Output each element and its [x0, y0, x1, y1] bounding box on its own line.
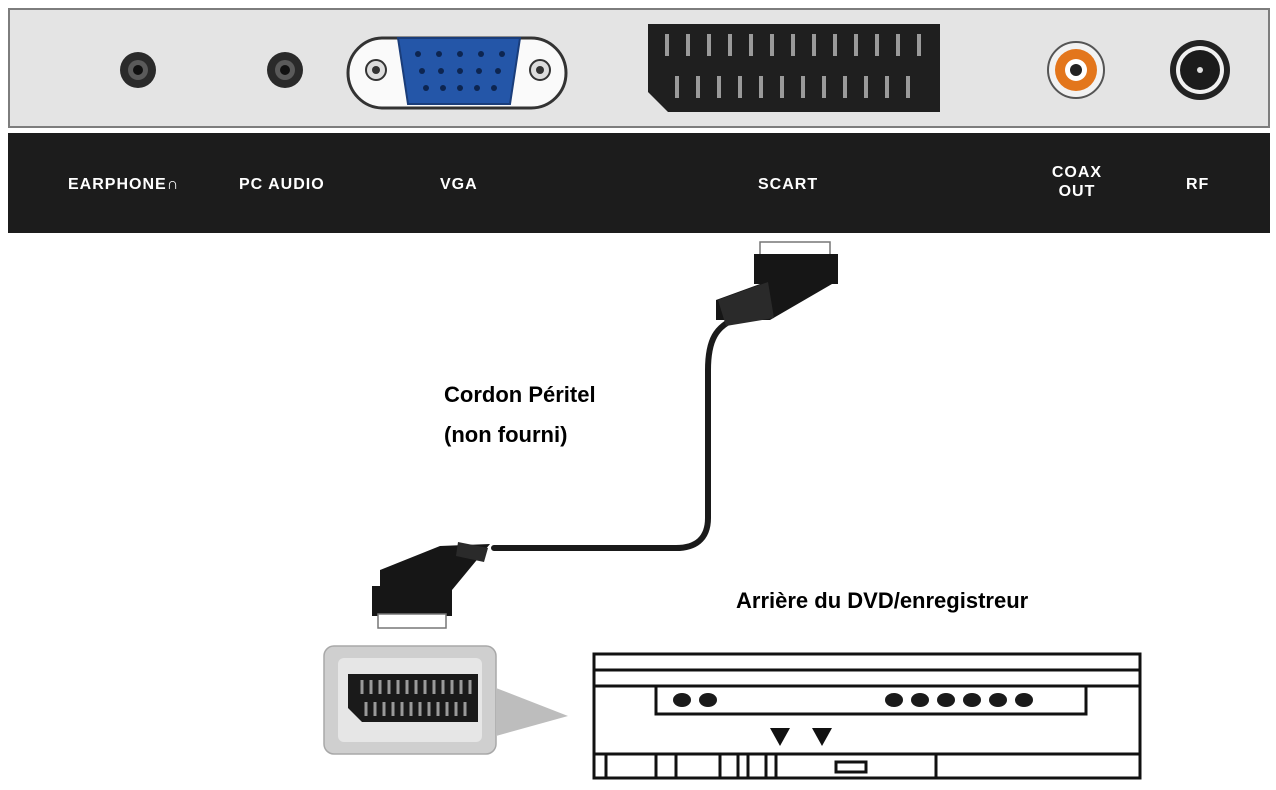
cable-caption-line1: Cordon Péritel [444, 382, 596, 407]
rf-label: RF [1186, 176, 1210, 193]
cable-caption: Cordon Péritel (non fourni) [444, 380, 596, 450]
dvd-rear-arrows [770, 728, 832, 746]
cable-caption-line2: (non fourni) [444, 422, 568, 447]
scart-port [648, 24, 940, 112]
vga-label: VGA [440, 176, 478, 193]
headphone-icon: ∩ [166, 176, 180, 193]
scart-cable [491, 315, 740, 551]
dvd-rear-jacks [673, 693, 1033, 707]
rf-jack [1170, 40, 1230, 100]
vga-port [346, 36, 568, 110]
coax-out-jack [1047, 41, 1105, 99]
dvd-recorder-rear [592, 652, 1142, 780]
earphone-label: EARPHONE∩ [68, 176, 180, 193]
dvd-scart-socket-zoom [323, 645, 568, 755]
pc-audio-label: PC AUDIO [239, 176, 325, 193]
lower-scart-plug [372, 542, 490, 629]
upper-scart-plug [716, 241, 838, 326]
scart-label: SCART [758, 176, 819, 193]
earphone-jack [120, 52, 156, 88]
device-caption: Arrière du DVD/enregistreur [736, 588, 1029, 613]
pc-audio-jack [267, 52, 303, 88]
